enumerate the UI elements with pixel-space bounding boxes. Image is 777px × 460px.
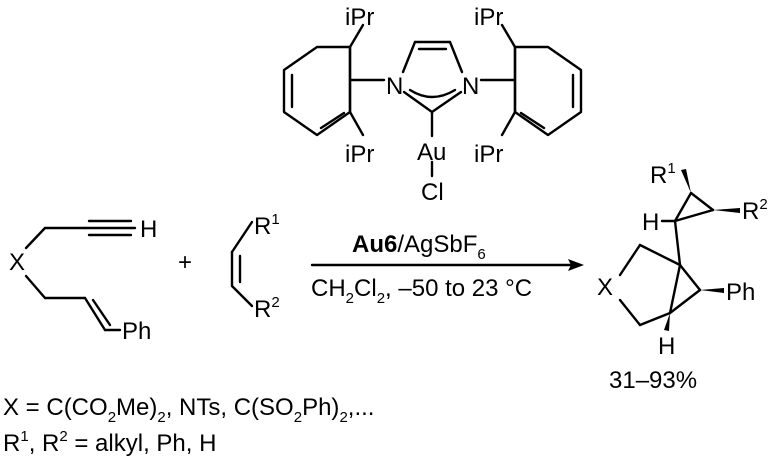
imidazole-bond (430, 90, 463, 114)
plus-sign: + (178, 249, 192, 276)
chloride-label: Cl (421, 179, 444, 206)
nitrogen-label: N (386, 73, 403, 100)
alkene-double-bond (91, 298, 112, 327)
footnote-r-definition: R1, R2 = alkyl, Ph, H (3, 428, 216, 457)
alkene-bond (83, 296, 107, 332)
nitrogen-label: N (462, 73, 479, 100)
phenyl-label: Ph (726, 279, 755, 306)
left-ring-double-bond (319, 111, 346, 130)
phenyl-label: Ph (122, 318, 151, 345)
bond-left-ipr-bottom (348, 110, 365, 137)
arrow-head (568, 259, 584, 271)
right-benzene-ring (513, 45, 583, 137)
ipr-label: iPr (474, 4, 503, 31)
hydrogen-label: H (642, 209, 659, 236)
hydrogen-label: H (140, 216, 157, 243)
x-substituent-label: X (597, 274, 613, 301)
catalyst-structure: iPr iPr iPr iPr N N Au Cl (282, 4, 583, 206)
r1-label: R1 (650, 160, 676, 189)
imidazole-bond (402, 90, 434, 114)
gold-label: Au (417, 139, 446, 166)
reaction-arrow (310, 259, 584, 271)
reactant-alkene: R1 R2 (230, 211, 280, 323)
wedge-bond (700, 288, 724, 293)
bond (230, 284, 254, 308)
bond (673, 208, 715, 223)
bond (618, 298, 642, 327)
bond-right-ipr-bottom (500, 110, 517, 137)
bond (689, 191, 715, 212)
wedge-bond (664, 313, 670, 331)
x-substituent-label: X (9, 249, 25, 276)
footnote-x-definition: X = C(CO2Me)2, NTs, C(SO2Ph)2,... (3, 394, 374, 426)
bond-right-ipr-top (500, 23, 517, 49)
r2-label: R2 (742, 196, 768, 225)
wedge-bond (713, 208, 740, 213)
bond (668, 288, 702, 315)
r2-label: R2 (254, 294, 280, 323)
reactant-enyne: X H Ph (9, 216, 157, 345)
ipr-label: iPr (345, 4, 374, 31)
bond (24, 226, 47, 250)
right-ring-double-bond (519, 111, 546, 130)
bond (673, 219, 682, 267)
wedge-bond (681, 169, 691, 193)
bond (678, 263, 702, 292)
ipr-label: iPr (474, 141, 503, 168)
bond (24, 274, 47, 300)
solvent-temperature-conditions: CH2Cl2, –50 to 23 °C (311, 275, 532, 307)
r1-label: R1 (254, 211, 280, 240)
imidazole-bond (401, 40, 417, 74)
yield-label: 31–93% (609, 367, 697, 394)
left-benzene-ring (282, 45, 352, 137)
ipr-label: iPr (345, 141, 374, 168)
imidazole-bond (448, 40, 464, 74)
bond (638, 311, 672, 327)
bond (230, 220, 254, 254)
product-structure: R1 R2 H X Ph H 31–93% (597, 160, 768, 394)
imidazole-delocalized-arc (408, 88, 457, 99)
hydrogen-label: H (658, 333, 675, 360)
bond (638, 243, 682, 267)
bond (668, 263, 682, 315)
bond (618, 243, 642, 277)
bond (673, 191, 693, 223)
bond-left-ipr-top (348, 23, 365, 49)
catalyst-conditions: Au6/AgSbF6 (352, 231, 486, 263)
